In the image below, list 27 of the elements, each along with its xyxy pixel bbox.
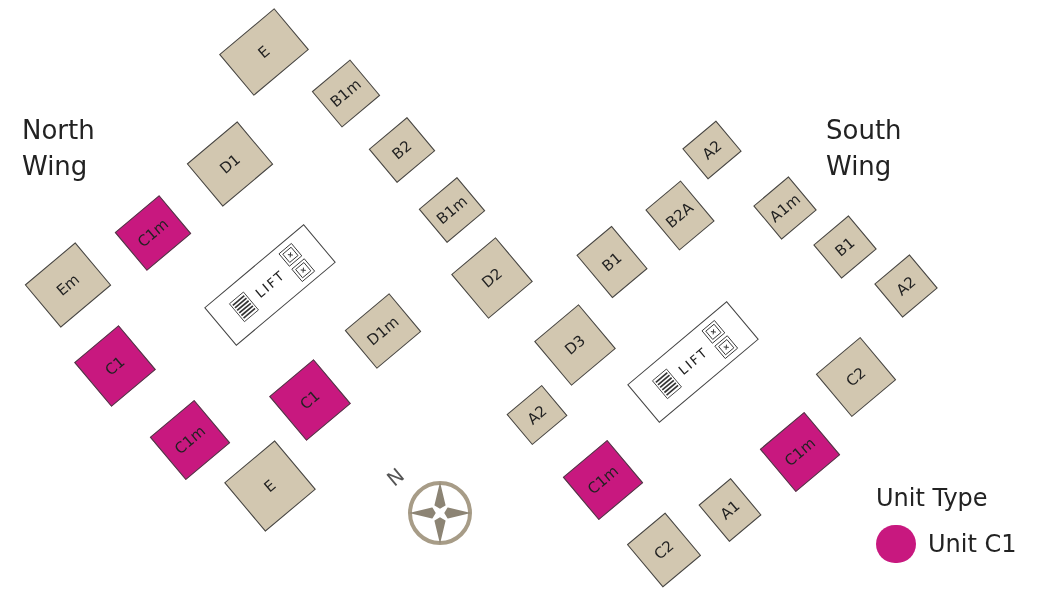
unit-label: Em [51,269,84,302]
unit-label: B1 [830,232,860,262]
unit-label: C1 [295,385,325,416]
unit-label: D2 [476,263,507,294]
unit-label: E [253,40,275,64]
unit-label: A2 [522,400,552,430]
legend-label: Unit C1 [928,529,1017,560]
unit-label: D1 [214,149,245,180]
unit-label: D3 [559,330,590,361]
unit-label: A1 [715,495,745,525]
unit-label: E [259,474,281,498]
unit-label: A2 [697,135,727,165]
unit-label: C1m [582,460,623,500]
unit-label: C1m [132,213,173,253]
wing-label: North Wing [22,114,96,183]
unit-label: B2 [387,135,417,165]
unit-label: A2 [891,271,921,301]
compass-north-label: N [381,462,410,493]
unit-label: B2A [661,197,699,234]
wing-label: South Wing [826,114,903,183]
unit-label: C2 [649,535,679,566]
unit-label: B1 [597,247,627,277]
unit-label: C1m [169,420,210,460]
unit-label: C2 [841,362,871,393]
legend-title: Unit Type [876,483,988,514]
unit-label: C1 [100,351,130,382]
unit-label: C1m [779,432,820,472]
